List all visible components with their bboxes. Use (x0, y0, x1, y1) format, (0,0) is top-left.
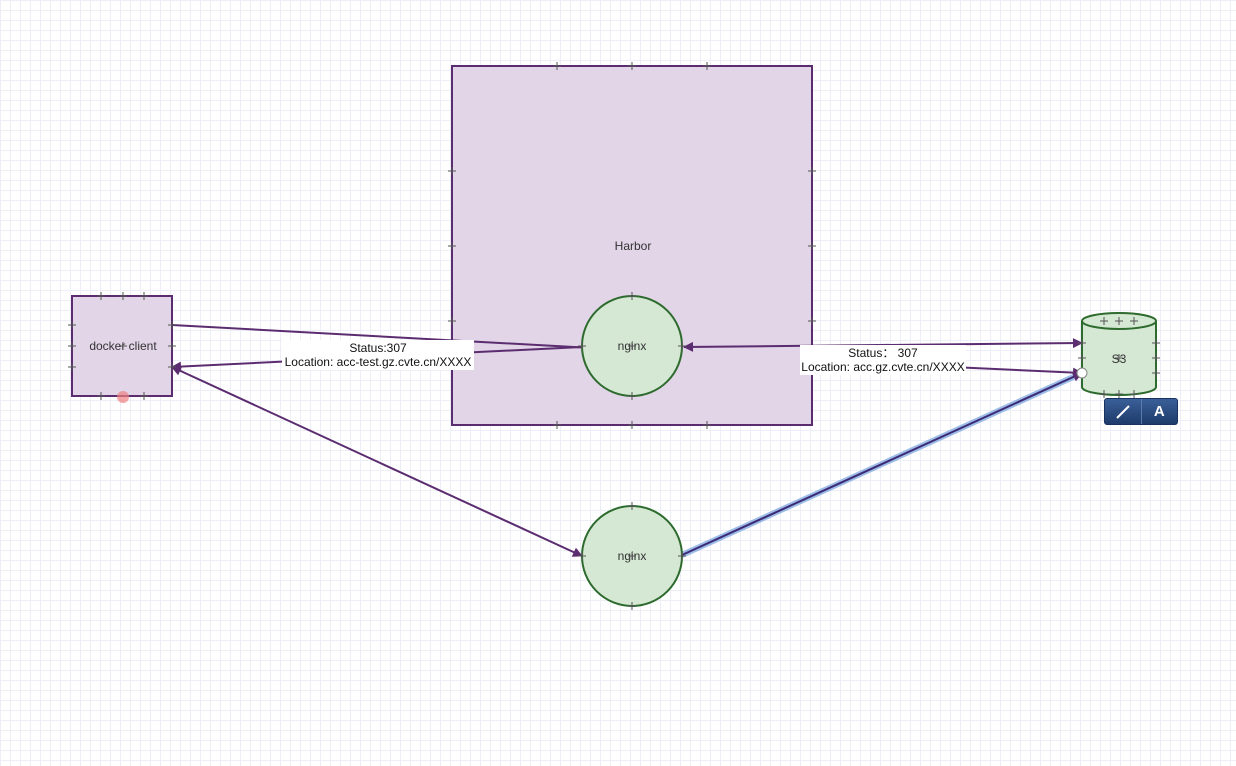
connection-point-marker (628, 292, 636, 300)
connection-point-marker (1100, 317, 1108, 325)
connection-point-marker (448, 317, 456, 325)
connection-point-marker (553, 421, 561, 429)
connection-point-marker (140, 392, 148, 400)
connection-point-marker (168, 363, 176, 371)
connection-point-marker (678, 552, 686, 560)
connection-points (68, 62, 1160, 610)
connection-point-marker (168, 342, 176, 350)
connection-point-marker (97, 392, 105, 400)
connection-point-marker (703, 62, 711, 70)
edge-client-to-outer-nginx[interactable] (171, 366, 583, 557)
s3-redirect-label-bg (800, 345, 966, 375)
s3-redirect-status: Status： 307 (848, 346, 918, 360)
connection-point-marker (119, 342, 127, 350)
connection-point-marker (1100, 390, 1108, 398)
harbor-label: Harbor (615, 239, 652, 253)
connection-point-marker (578, 552, 586, 560)
text-label: A (1153, 403, 1165, 420)
connection-point-marker (119, 292, 127, 300)
connection-point-marker (808, 167, 816, 175)
edge-style-toolbar: A (1104, 398, 1178, 425)
edge-outer-nginx-to-s3-selected[interactable] (680, 370, 1084, 558)
connection-point-marker (808, 317, 816, 325)
connection-point-marker (168, 321, 176, 329)
connection-point-marker (628, 552, 636, 560)
connection-point-marker (1130, 317, 1138, 325)
connection-point-marker (628, 502, 636, 510)
s3-redirect-location: Location: acc.gz.cvte.cn/XXXX (801, 360, 964, 374)
connection-point-marker (68, 342, 76, 350)
connection-point-marker (1078, 339, 1086, 347)
client-redirect-status: Status:307 (349, 341, 407, 355)
connector-button[interactable] (1105, 399, 1141, 424)
connection-point-marker (1115, 317, 1123, 325)
connection-point-marker (628, 342, 636, 350)
connection-point-marker (448, 167, 456, 175)
connection-point-marker (628, 421, 636, 429)
connection-point-marker (1152, 339, 1160, 347)
connection-point-marker (808, 242, 816, 250)
connection-point-marker (628, 392, 636, 400)
connection-hover-dot[interactable] (117, 391, 129, 403)
connection-point-marker (1115, 390, 1123, 398)
connection-point-marker (628, 62, 636, 70)
connection-point-marker (140, 292, 148, 300)
edge-client-to-nginx[interactable] (171, 324, 593, 353)
connection-point-marker (68, 363, 76, 371)
connection-point-marker (448, 242, 456, 250)
client-redirect-label-bg (282, 340, 474, 370)
connection-point-marker (1078, 354, 1086, 362)
connection-point-marker (578, 342, 586, 350)
connection-point-marker (1115, 354, 1123, 362)
connection-point-marker (678, 342, 686, 350)
connection-point-marker (68, 321, 76, 329)
line-icon (1116, 404, 1130, 419)
text-button[interactable]: A (1140, 399, 1178, 424)
edge-endpoint-handle[interactable] (1076, 367, 1088, 379)
connection-point-marker (97, 292, 105, 300)
connection-point-marker (628, 602, 636, 610)
connection-point-marker (553, 62, 561, 70)
connection-point-marker (1130, 390, 1138, 398)
connection-point-marker (1152, 354, 1160, 362)
connection-point-marker (703, 421, 711, 429)
connection-point-marker (1152, 369, 1160, 377)
client-redirect-location: Location: acc-test.gz.cvte.cn/XXXX (285, 355, 472, 369)
